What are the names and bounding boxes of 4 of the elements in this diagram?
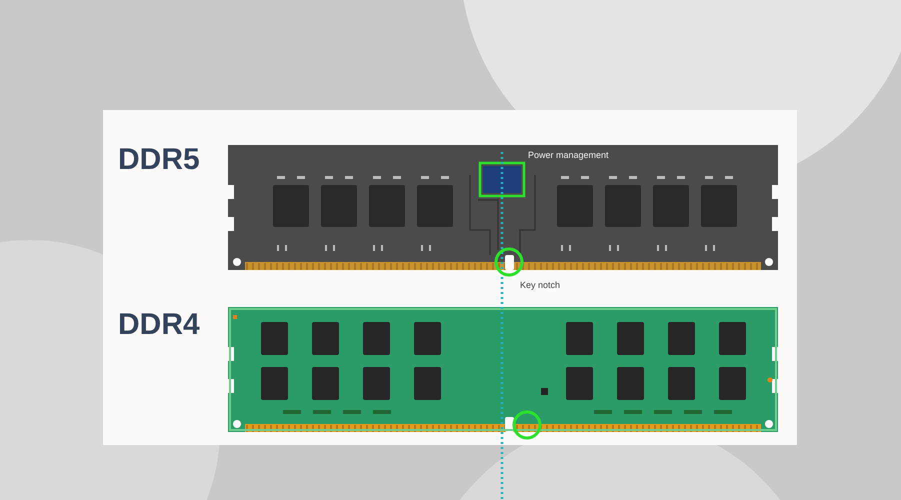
module-title: DDR5	[118, 143, 200, 177]
module-title: DDR4	[118, 308, 200, 342]
part-label: Key notch	[520, 280, 560, 290]
part-label: Power management	[528, 150, 609, 160]
